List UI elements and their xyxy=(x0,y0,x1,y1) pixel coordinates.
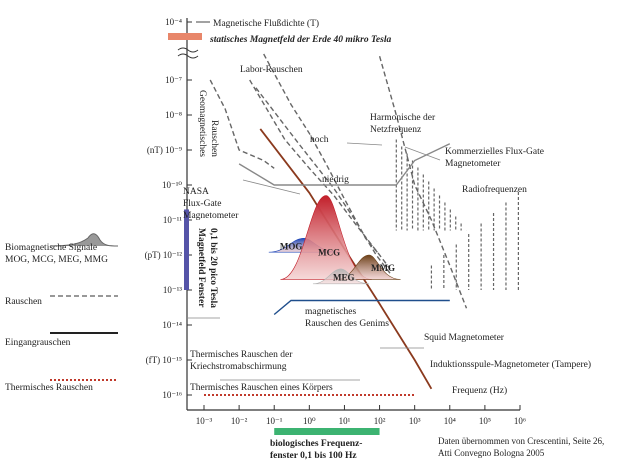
x-tick-label: 10² xyxy=(374,416,386,426)
induktion-label: Induktionsspule-Magnetometer (Tampere) xyxy=(430,359,591,370)
x-tick-label: 10⁻³ xyxy=(196,416,213,426)
therm-kriech-label-2: Kriechstromabschirmung xyxy=(190,362,287,372)
series-line xyxy=(273,299,450,316)
harmonische-label: Harmonische der xyxy=(370,113,436,123)
y-tick-label: (fT) 10⁻¹⁵ xyxy=(146,355,182,365)
y-tick-label: 10⁻⁴ xyxy=(165,17,182,27)
magnetfeld-fenster-label: Magnetfeld Fenster xyxy=(196,228,206,308)
x-tick-label: 10⁴ xyxy=(444,416,456,426)
nasa-label-3: Magnetometer xyxy=(183,211,239,221)
y-tick-label: 10⁻⁸ xyxy=(165,110,182,120)
series-line xyxy=(209,79,275,169)
legend-label-thermisch: Thermisches Rauschen xyxy=(5,383,93,393)
leader-line xyxy=(346,142,383,146)
peak-meg xyxy=(312,268,370,285)
nasa-label: NASA xyxy=(183,187,209,197)
netzfrequenz-label: Netzfrequenz xyxy=(370,124,421,135)
x-tick-label: 10³ xyxy=(409,416,421,426)
series-line xyxy=(249,79,391,270)
series-line xyxy=(378,56,468,309)
peak-mmg xyxy=(337,254,401,280)
biomagnetic-peaks: MOG MCG MMG MEG xyxy=(268,195,401,285)
annotations: Magnetische Flußdichte (T) statisches Mag… xyxy=(183,18,604,461)
y-tick-label: (pT) 10⁻¹² xyxy=(145,250,183,260)
geomagnetisches-rauschen-2: Rauschen xyxy=(209,120,219,157)
therm-koerper-label: Thermisches Rauschen eines Körpers xyxy=(190,383,333,393)
legend-label-bio: MOG, MCG, MEG, MMG xyxy=(5,255,108,265)
source-label-2: Atti Convegno Bologna 2005 xyxy=(438,448,545,458)
series-line xyxy=(395,143,451,186)
y-ticks: 10⁻⁴ 10⁻⁷ 10⁻⁸ (nT) 10⁻⁹ 10⁻¹⁰ 10⁻¹¹ (pT) 10⁻¹… xyxy=(145,17,192,400)
legend-label-bio: Biomagnetische Signale xyxy=(5,243,97,253)
frequenz-label: Frequenz (Hz) xyxy=(452,385,507,396)
y-tick-label: 10⁻¹⁰ xyxy=(162,180,182,190)
hoch-label: hoch xyxy=(310,135,329,145)
niedrig-label: niedrig xyxy=(322,175,349,185)
bands xyxy=(168,33,519,435)
radiofrequenzen-label: Radiofrequenzen xyxy=(462,184,527,195)
kommerzielles-label: Kommerzielles Flux-Gate xyxy=(445,147,544,157)
y-tick-label: 10⁻¹¹ xyxy=(163,215,182,225)
y-tick-label: 10⁻¹⁴ xyxy=(162,320,182,330)
legend-label-eingang: Eingangrauschen xyxy=(5,338,71,348)
peak-label: MEG xyxy=(333,272,355,282)
legend-label-rauschen: Rauschen xyxy=(5,297,42,307)
series-line xyxy=(255,87,391,274)
y-tick-label: (nT) 10⁻⁹ xyxy=(147,145,182,155)
y-tick-label: 10⁻¹⁶ xyxy=(162,390,182,400)
bio-fenster-label-2: fenster 0,1 bis 100 Hz xyxy=(270,451,357,461)
squid-label: Squid Magnetometer xyxy=(424,333,505,343)
x-tick-label: 10⁰ xyxy=(303,416,316,426)
magnetische-flussdichte: Magnetische Flußdichte (T) xyxy=(213,18,319,29)
magnetfeld-fenster-bar xyxy=(184,209,189,290)
peak-label: MOG xyxy=(280,241,303,251)
source-label: Daten übernommen von Crescentini, Seite … xyxy=(438,436,604,446)
genoms-label-2: Rauschen des Genims xyxy=(305,319,389,329)
bio-fenster-label: biologisches Frequenz- xyxy=(270,439,362,449)
magnetfeld-fenster-label-2: 0,1 bis 20 pico Tesla xyxy=(208,228,218,308)
series-line xyxy=(238,163,397,186)
leader-line xyxy=(242,179,301,195)
labor-rauschen: Labor-Rauschen xyxy=(240,65,303,75)
bio-fenster-bar xyxy=(274,428,380,435)
leader-line xyxy=(404,146,441,161)
peak-label: MCG xyxy=(318,248,340,258)
x-tick-label: 10⁻¹ xyxy=(266,416,283,426)
earth-static-label: statisches Magnetfeld der Erde 40 mikro … xyxy=(209,35,391,45)
x-tick-label: 10⁻² xyxy=(231,416,248,426)
y-tick-label: 10⁻⁷ xyxy=(165,75,182,85)
axis-break xyxy=(177,47,199,59)
earth-static-bar xyxy=(168,33,202,40)
legend-peak-symbol xyxy=(49,233,119,247)
geomagnetisches-rauschen: Geomagnetisches xyxy=(197,90,207,157)
x-tick-label: 10⁶ xyxy=(514,416,526,426)
peak-label: MMG xyxy=(371,263,395,273)
kommerzielles-label-2: Magnetometer xyxy=(445,159,501,169)
nasa-label-2: Flux-Gate xyxy=(183,199,222,209)
therm-kriech-label: Thermisches Rauschen der xyxy=(190,350,293,360)
y-tick-label: 10⁻¹³ xyxy=(163,285,182,295)
x-ticks: 10⁻³ 10⁻² 10⁻¹ 10⁰ 10¹ 10² 10³ 10⁴ 10⁵ 10⁶ xyxy=(196,405,526,426)
genoms-label: magnetisches xyxy=(305,307,356,317)
x-tick-label: 10¹ xyxy=(339,416,351,426)
x-tick-label: 10⁵ xyxy=(479,416,491,426)
